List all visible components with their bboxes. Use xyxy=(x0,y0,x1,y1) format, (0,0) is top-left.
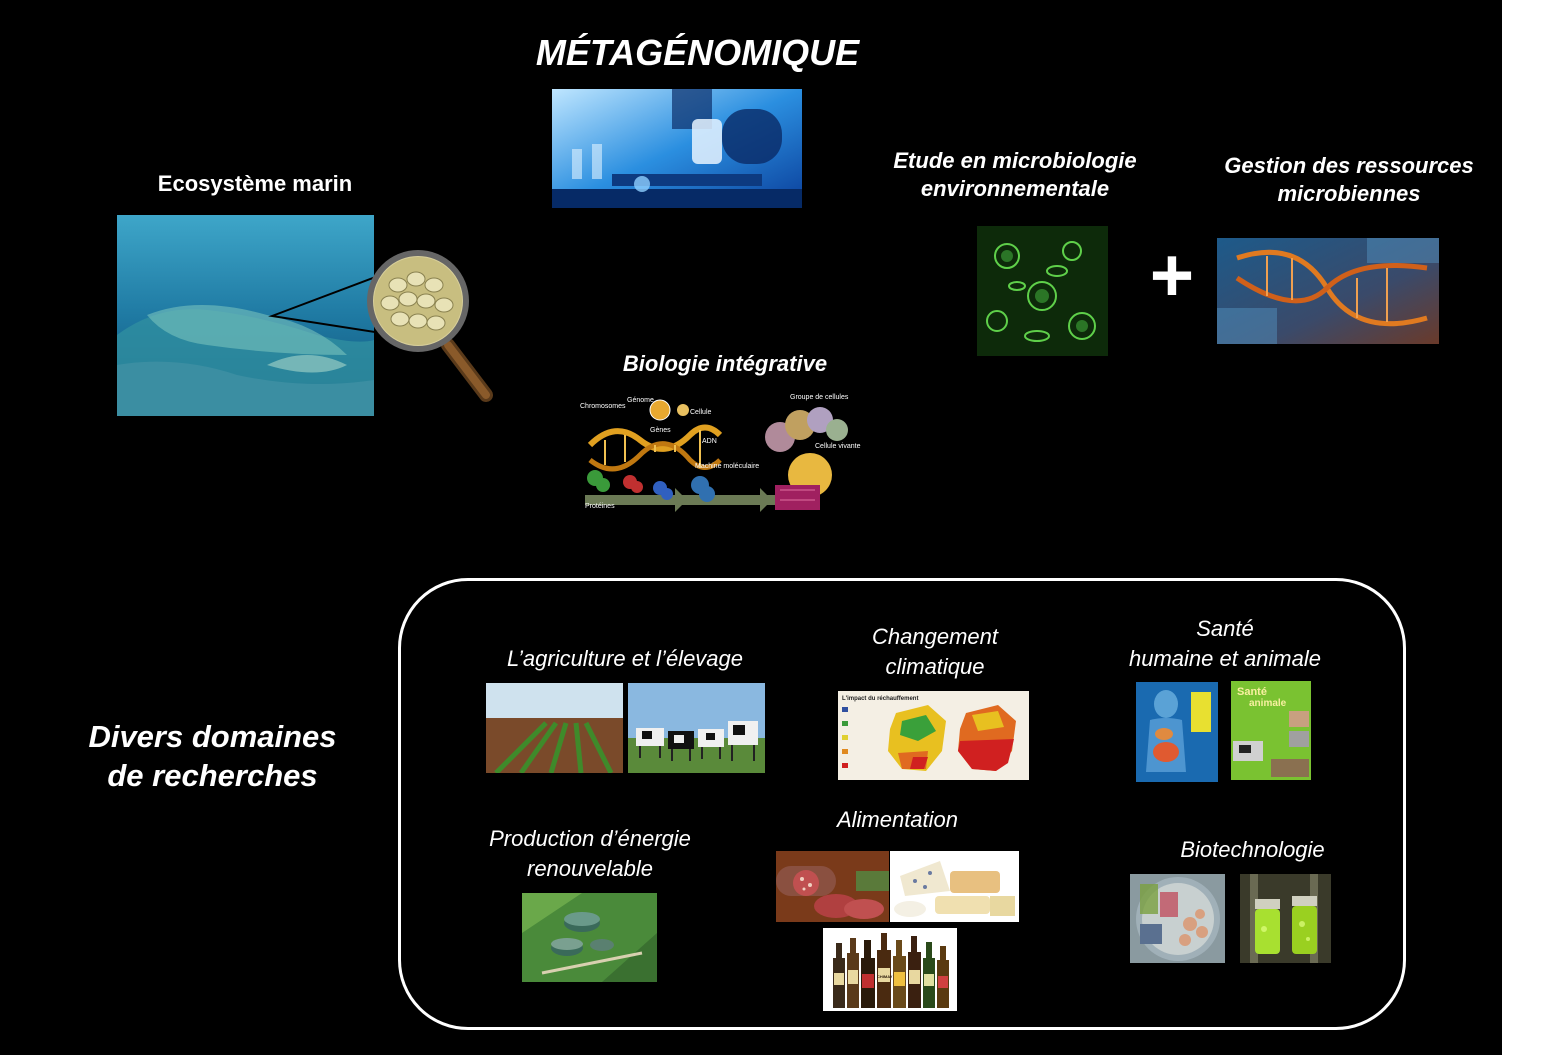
environmental-study-label: Etude en microbiologie environnementale xyxy=(860,147,1170,202)
energy-label: Production d’énergie renouvelable xyxy=(455,824,725,883)
health-book-title-line2: animale xyxy=(1249,698,1287,709)
label-cellule: Cellule xyxy=(690,409,712,416)
food-label: Alimentation xyxy=(836,807,959,832)
health-label: Santé humaine et animale xyxy=(1095,614,1355,673)
resource-management-line2: microbiennes xyxy=(1277,180,1421,206)
health-book-title-line1: Santé xyxy=(1237,686,1267,698)
bioreactor-image xyxy=(1240,874,1331,963)
climate-change-line2: climatique xyxy=(885,653,985,679)
environmental-study-line2: environnementale xyxy=(920,175,1110,201)
energy-line2: renouvelable xyxy=(527,855,653,881)
microbes-image xyxy=(977,226,1108,356)
climate-change-line1: Changement xyxy=(872,624,998,649)
research-heading-line1: Divers domaines xyxy=(88,719,337,754)
beer-bottles-image: CHIMAY xyxy=(823,928,957,1011)
label-chromosomes: Chromosomes xyxy=(580,403,626,410)
human-body-book-image xyxy=(1136,682,1218,782)
cheese-image xyxy=(890,851,1019,922)
agriculture-label: L’agriculture et l’élevage xyxy=(506,646,744,671)
slide: MÉTAGÉNOMIQUE Ecosystème marin xyxy=(0,0,1502,1055)
label-genes: Gènes xyxy=(650,427,671,434)
coral-reef-image xyxy=(117,215,374,416)
research-domains-frame xyxy=(398,578,1406,1030)
biotech-lab-image xyxy=(1130,874,1225,963)
energy-line1: Production d’énergie xyxy=(489,826,691,851)
animal-health-book-image: Santé animale xyxy=(1231,681,1311,780)
research-heading: Divers domaines de recherches xyxy=(50,718,375,796)
climate-map-title: L'impact du réchauffement xyxy=(842,696,918,702)
label-genome: Génome xyxy=(627,397,654,404)
resource-management-label: Gestion des ressources microbiennes xyxy=(1195,152,1502,207)
charcuterie-image xyxy=(776,851,889,922)
health-line2: humaine et animale xyxy=(1128,645,1321,671)
research-heading-line2: de recherches xyxy=(107,757,318,793)
resource-management-line1: Gestion des ressources xyxy=(1224,153,1474,178)
biotech-label: Biotechnologie xyxy=(1180,837,1325,862)
beer-label-text: CHIMAY xyxy=(877,974,893,979)
biogas-plant-image xyxy=(522,893,657,982)
label-machine: Machine moléculaire xyxy=(695,463,759,470)
ecosystem-label: Ecosystème marin xyxy=(157,171,353,196)
microscope-image xyxy=(552,89,802,208)
cows-image xyxy=(628,683,765,773)
environmental-study-line1: Etude en microbiologie xyxy=(893,148,1137,173)
climate-change-label: Changement climatique xyxy=(820,622,1050,681)
integrative-biology-diagram: Chromosomes Génome Cellule Gènes ADN Mac… xyxy=(575,390,870,515)
crop-field-image xyxy=(486,683,623,773)
label-vivante: Cellule vivante xyxy=(815,443,861,450)
label-proteines: Protéines xyxy=(585,503,615,510)
integrative-biology-label: Biologie intégrative xyxy=(622,351,828,376)
health-line1: Santé xyxy=(1196,616,1254,641)
label-groupe: Groupe de cellules xyxy=(790,394,849,401)
page-title: MÉTAGÉNOMIQUE xyxy=(535,32,860,73)
label-adn: ADN xyxy=(702,438,717,445)
climate-map-image: L'impact du réchauffement xyxy=(838,691,1029,780)
plus-sign: + xyxy=(1149,233,1195,318)
dna-helix-image xyxy=(1217,238,1439,344)
magnifying-glass-icon xyxy=(268,245,494,405)
